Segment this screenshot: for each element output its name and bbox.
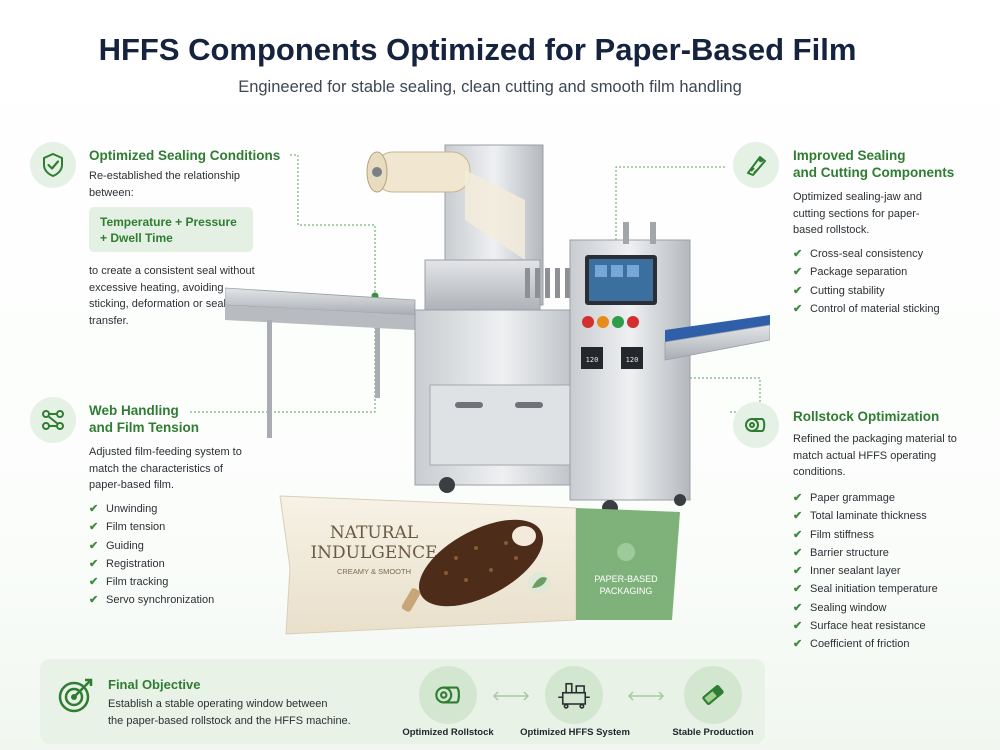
flow-label-hffs-system: Optimized HFFS System (520, 727, 630, 738)
parameter-chip: Temperature + Pressure + Dwell Time (89, 207, 253, 252)
sealing-cutting-title: Improved Sealing and Cutting Components (793, 147, 954, 181)
package-brand-line-2: INDULGENCE (310, 543, 437, 563)
sealing-conditions-intro: Re-established the relationship between: (89, 170, 241, 199)
sealing-cutting-title-line-2: and Cutting Components (793, 165, 955, 180)
list-item: ✔Sealing window (793, 599, 938, 617)
final-objective-body-line-2: the paper-based rollstock and the HFFS m… (108, 714, 351, 727)
flow-label-rollstock: Optimized Rollstock (402, 727, 494, 738)
target-arrow-icon (58, 678, 93, 713)
sealing-conditions-body: to create a consistent seal without exce… (89, 265, 255, 327)
hffs-machine-illustration: 120 120 (225, 144, 770, 516)
final-objective-title: Final Objective (108, 677, 201, 692)
check-icon: ✔ (793, 565, 803, 578)
final-objective-panel (40, 659, 765, 744)
cutting-blade-icon (733, 142, 779, 188)
check-icon: ✔ (793, 601, 803, 614)
check-icon: ✔ (793, 284, 803, 297)
network-nodes-icon (30, 397, 76, 443)
list-item: ✔Unwinding (89, 500, 214, 518)
rollstock-title: Rollstock Optimization (793, 409, 940, 424)
web-handling-list: ✔Unwinding ✔Film tension ✔Guiding ✔Regis… (89, 500, 214, 610)
list-item: ✔Servo synchronization (89, 591, 214, 609)
list-item: ✔Control of material sticking (793, 300, 940, 318)
check-icon: ✔ (89, 521, 99, 534)
check-icon: ✔ (89, 503, 99, 515)
list-item: ✔Package separation (793, 263, 940, 281)
check-icon: ✔ (793, 302, 803, 315)
web-handling-title-line-2: and Film Tension (89, 420, 200, 435)
check-icon: ✔ (793, 583, 803, 596)
list-item: ✔Total laminate thickness (793, 507, 938, 525)
check-icon: ✔ (793, 546, 803, 559)
check-icon: ✔ (793, 638, 803, 651)
list-item: ✔Guiding (89, 537, 214, 555)
sealing-cutting-list: ✔Cross-seal consistency ✔Package separat… (793, 245, 940, 318)
sealing-cutting-title-line-1: Improved Sealing (793, 148, 906, 163)
page-title: HFFS Components Optimized for Paper-Base… (98, 32, 857, 67)
double-arrow-icon (492, 691, 530, 701)
shield-check-icon (30, 142, 76, 188)
check-icon: ✔ (89, 594, 99, 607)
web-handling-title: Web Handling and Film Tension (89, 402, 199, 436)
ice-cream-bar-icon (684, 666, 742, 724)
film-roll-icon (733, 402, 779, 448)
rollstock-body: Refined the packaging material to match … (793, 433, 957, 478)
list-item: ✔Film stiffness (793, 526, 938, 544)
sealing-cutting-body: Optimized sealing-jaw and cutting sectio… (793, 191, 923, 236)
list-item: ✔Registration (89, 555, 214, 573)
package-badge-line-2: PACKAGING (600, 586, 653, 596)
package-badge-line-1: PAPER-BASED (594, 574, 658, 584)
check-icon: ✔ (793, 620, 803, 633)
list-item: ✔Film tension (89, 518, 214, 536)
list-item: ✔Paper grammage (793, 489, 938, 507)
check-icon: ✔ (89, 539, 99, 552)
chip-line-2: + Dwell Time (100, 231, 173, 245)
package-brand-line-1: NATURAL (330, 523, 418, 543)
check-icon: ✔ (89, 557, 99, 570)
timer-right-readout: 120 (626, 356, 639, 364)
final-objective-body-line-1: Establish a stable operating window betw… (108, 698, 328, 710)
sealing-conditions-title: Optimized Sealing Conditions (89, 148, 281, 163)
list-item: ✔Film tracking (89, 573, 214, 591)
web-handling-body: Adjusted film-feeding system to match th… (89, 446, 242, 491)
list-item: ✔Surface heat resistance (793, 617, 938, 635)
page-subtitle: Engineered for stable sealing, clean cut… (238, 78, 742, 96)
list-item: ✔Coefficient of friction (793, 635, 938, 653)
chip-line-1: Temperature + Pressure (100, 215, 237, 229)
check-icon: ✔ (793, 248, 803, 260)
web-handling-title-line-1: Web Handling (89, 403, 179, 418)
timer-left-readout: 120 (586, 356, 599, 364)
check-icon: ✔ (89, 576, 99, 589)
list-item: ✔Seal initiation temperature (793, 580, 938, 598)
check-icon: ✔ (793, 492, 803, 504)
check-icon: ✔ (793, 266, 803, 279)
double-arrow-icon (627, 691, 665, 701)
film-roll-icon (419, 666, 477, 724)
list-item: ✔Cutting stability (793, 282, 940, 300)
list-item: ✔Inner sealant layer (793, 562, 938, 580)
flow-label-stable-production: Stable Production (672, 727, 754, 738)
check-icon: ✔ (793, 510, 803, 523)
list-item: ✔Cross-seal consistency (793, 245, 940, 263)
check-icon: ✔ (793, 528, 803, 541)
list-item: ✔Barrier structure (793, 544, 938, 562)
package-tagline: CREAMY & SMOOTH (337, 567, 411, 576)
rollstock-list: ✔Paper grammage ✔Total laminate thicknes… (793, 489, 938, 654)
ice-cream-package-illustration: NATURAL INDULGENCE CREAMY & SMOOTH PAPER… (279, 495, 680, 635)
final-objective-body: Establish a stable operating window betw… (108, 696, 398, 729)
machine-icon (545, 666, 603, 724)
